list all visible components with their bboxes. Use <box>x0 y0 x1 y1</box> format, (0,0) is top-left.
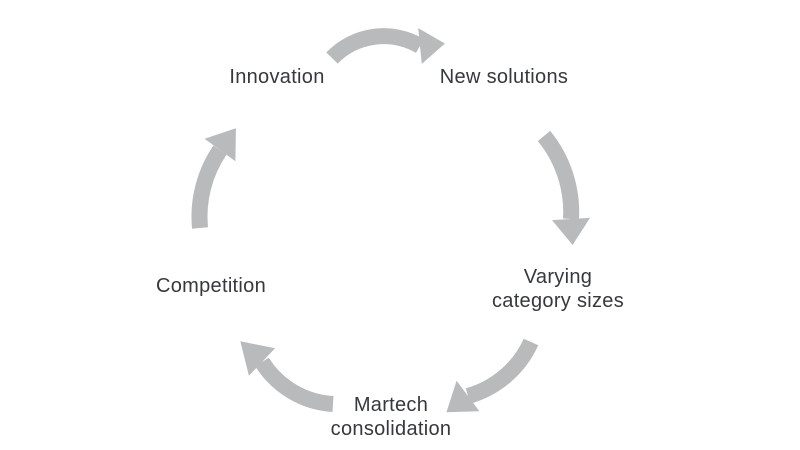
node-varying-category-sizes: Varying category sizes <box>491 266 625 312</box>
node-competition: Competition <box>155 275 267 297</box>
curved-arrow-body <box>326 28 425 64</box>
arrow-head-icon <box>446 380 480 413</box>
arrow-new-solutions-to-varying-category-sizes <box>537 130 590 245</box>
curved-arrow-body <box>537 130 580 220</box>
node-new-solutions: New solutions <box>439 66 569 88</box>
arrow-head-icon <box>204 128 236 162</box>
node-innovation: Innovation <box>229 66 325 88</box>
arrow-innovation-to-new-solutions <box>326 28 445 64</box>
arrow-head-icon <box>240 341 276 376</box>
curved-arrow-body <box>465 338 539 404</box>
curved-arrow-body <box>191 145 227 229</box>
arrow-head-icon <box>552 217 590 245</box>
arrow-head-icon <box>418 28 445 64</box>
arrow-varying-category-sizes-to-martech-consolidation <box>446 338 539 413</box>
arrow-martech-consolidation-to-competition <box>240 341 334 412</box>
node-martech-consolidation: Martech consolidation <box>330 394 452 440</box>
curved-arrow-body <box>255 357 334 412</box>
arrow-competition-to-innovation <box>191 128 236 229</box>
